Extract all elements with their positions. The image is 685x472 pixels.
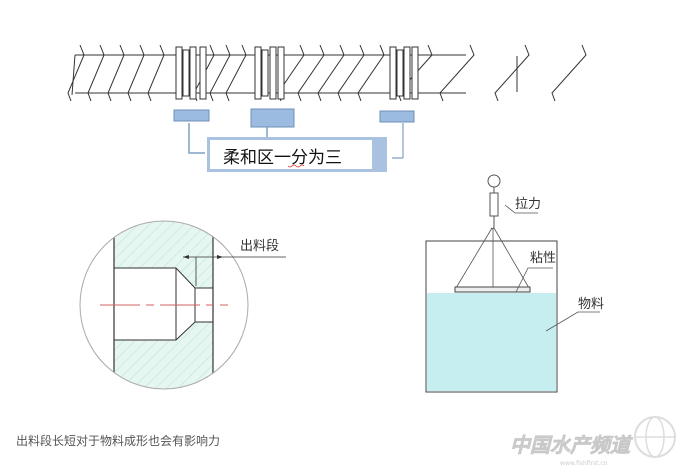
zone-box-1 (173, 109, 210, 122)
screw-flight (225, 44, 247, 102)
screw-flight (494, 44, 530, 102)
svg-text:www.fishfirst.cn: www.fishfirst.cn (560, 460, 608, 467)
svg-text:中国水产频道: 中国水产频道 (510, 433, 633, 457)
callout-text: 柔和区一分为三 (223, 148, 342, 168)
viscosity-test-diagram: 拉力 粘性 物料 (425, 174, 604, 393)
viscosity-label: 粘性 (530, 251, 556, 266)
screw-flight (209, 44, 231, 102)
figure-caption: 出料段长短对于物料成形也会有影响力 (16, 434, 221, 448)
screw-flight (147, 44, 165, 102)
screw-flight (337, 44, 365, 102)
screw-flight (357, 44, 385, 102)
softening-zone-callout: 柔和区一分为三 (173, 108, 415, 172)
screw-drawing (67, 44, 587, 102)
material-label: 物料 (578, 297, 604, 312)
zone-box-2 (250, 108, 295, 128)
screw-flight (439, 44, 475, 102)
die-section-detail: 出料段 (79, 220, 286, 390)
watermark-logo: 中国水产频道 www.fishfirst.cn (510, 416, 676, 467)
screw-flight (297, 44, 325, 102)
screw-flight (317, 44, 345, 102)
screw-flight (551, 44, 587, 102)
discharge-section-label: 出料段 (240, 239, 279, 254)
screw-flight (127, 44, 145, 102)
pull-force-label: 拉力 (515, 197, 541, 212)
screw-flight (107, 44, 125, 102)
screw-flight (87, 44, 105, 102)
screw-flight (67, 44, 85, 102)
zone-box-3 (379, 110, 415, 123)
